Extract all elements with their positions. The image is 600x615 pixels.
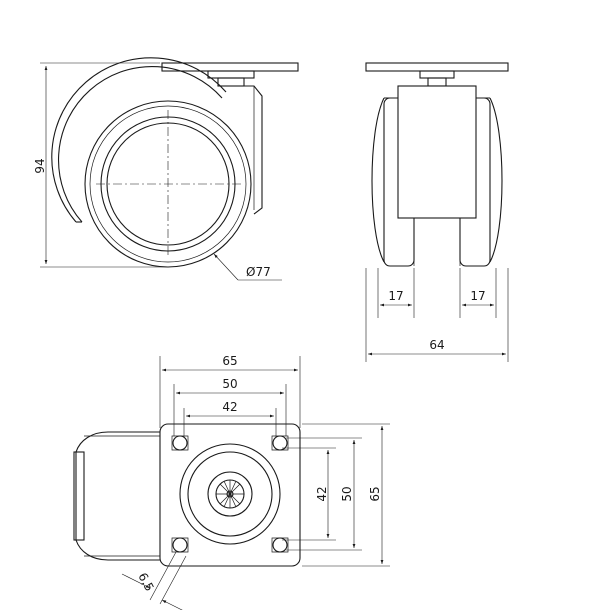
dim-65r-label: 65: [368, 486, 382, 501]
top-bearing-center-dot: [226, 490, 234, 498]
side-wheel-tire-inner: [89, 105, 247, 263]
top-slot-bl: [171, 537, 189, 553]
side-view: [51, 57, 299, 268]
top-view: [73, 423, 301, 567]
front-central-housing: [397, 85, 477, 219]
dim-hole-outer-top: 50: [173, 377, 287, 436]
top-bearing-spokes: [216, 480, 244, 508]
dim-17l-label: 17: [388, 289, 403, 303]
front-housing-right-bulge: [489, 97, 503, 263]
top-bearing-middle: [187, 451, 273, 537]
dim-64-label: 64: [429, 338, 444, 352]
dim-42r-label: 42: [315, 486, 329, 501]
dim-hole-outer-right: 50: [286, 437, 362, 551]
top-bearing-inner: [207, 471, 253, 517]
side-housing-shell-outer: [51, 57, 227, 223]
front-view: [365, 62, 509, 267]
dim-65h-ext-b: [159, 555, 187, 605]
dim-42t-label: 42: [222, 400, 237, 414]
dim-50r-label: 50: [340, 486, 354, 501]
front-swivel-stem: [427, 77, 447, 87]
side-swivel-neck: [207, 70, 255, 79]
side-housing-shell-inner: [58, 65, 223, 223]
front-swivel-neck: [419, 70, 455, 79]
dim-50t-label: 50: [222, 377, 237, 391]
dim-65h-label: 6,5: [135, 570, 156, 593]
top-slot-br: [271, 537, 289, 553]
top-slot-tl: [171, 435, 189, 451]
dim-diameter-label: Ø77: [246, 265, 271, 279]
dim-hole-inner-right: 42: [282, 447, 336, 541]
top-wheel-body: [75, 431, 160, 561]
dim-diameter-leader: [213, 253, 239, 281]
dim-65h-ext-a: [149, 551, 177, 601]
front-top-plate: [365, 62, 509, 72]
dim-17r-label: 17: [470, 289, 485, 303]
dim-wheel-width-right: 17: [459, 268, 497, 318]
side-swivel-stem: [217, 77, 245, 87]
dim-wheel-diameter: Ø77: [213, 253, 282, 281]
dim-total-width: 64: [365, 268, 509, 362]
dim-hole-inner-top: 42: [183, 400, 277, 438]
dim-plate-height-right: 65: [302, 423, 390, 567]
dim-wheel-width-left: 17: [377, 268, 415, 318]
dim-height: 94: [33, 62, 168, 268]
top-bearing-outer: [179, 443, 281, 545]
dim-65t-label: 65: [222, 354, 237, 368]
dim-65h-arrow-b: [161, 599, 191, 615]
dim-height-label: 94: [33, 158, 47, 173]
dim-65h-arrow-a: [121, 573, 151, 589]
top-wheel-tread: [73, 451, 85, 541]
dim-plate-width-top: 65: [159, 354, 301, 428]
top-slot-tr: [271, 435, 289, 451]
side-top-plate: [161, 62, 299, 72]
side-housing-arm: [218, 85, 263, 215]
front-housing-left-bulge: [371, 97, 385, 263]
